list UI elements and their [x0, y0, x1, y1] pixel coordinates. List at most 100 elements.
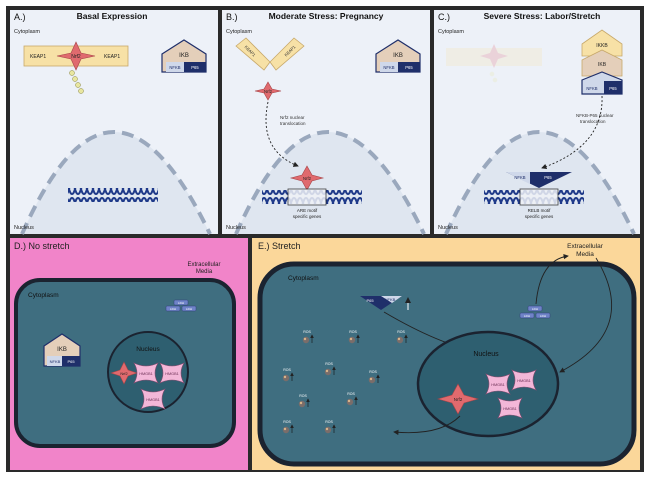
- panel-e-extracellular-line2: Media: [576, 251, 594, 258]
- panel-b-nucleus-label: Nucleus: [226, 225, 246, 231]
- panel-c-genes-line1: RELB motif: [528, 208, 552, 213]
- panel-e-ldh: [527, 305, 543, 312]
- panel-b-p65-block: [398, 62, 420, 72]
- svg-text:ROS: ROS: [299, 394, 307, 398]
- panel-a-cytoplasm-label: Cytoplasm: [14, 29, 40, 35]
- panel-a-nfkb-block: [166, 62, 184, 72]
- panel-d-extracellular-line1: Extracellular: [187, 262, 220, 268]
- panel-c-translocation-line2: translocation: [580, 119, 606, 124]
- panel-b-p65-label: P65: [405, 65, 413, 70]
- panel-a-ikb-label: IKB: [179, 53, 189, 59]
- panel-e-hmgb1: [511, 369, 537, 391]
- panel-b-translocation-arrow: [265, 101, 299, 167]
- panel-e-nucleus: [416, 330, 560, 438]
- panel-d-p65-block: [62, 356, 80, 366]
- panel-d-hmgb1: [140, 388, 166, 410]
- panel-e-hmgb1: [485, 373, 511, 395]
- panel-d-label: D.) No stretch: [14, 241, 70, 251]
- panel-d-nucleus-label: Nucleus: [136, 346, 160, 353]
- panel-d-ldh: [165, 305, 181, 312]
- panel-e-ldh: [535, 312, 551, 319]
- svg-text:ROS: ROS: [325, 362, 333, 366]
- panel-b-nrf2-label: Nrf2: [264, 89, 273, 94]
- panel-a-label: A.): [14, 12, 26, 22]
- panel-e-ros: ROS: [368, 370, 380, 384]
- panel-e-ros: ROS: [298, 394, 310, 408]
- panel-e-ldh-label: LDH: [540, 314, 546, 318]
- svg-text:ROS: ROS: [303, 330, 311, 334]
- panel-d-ldh: [173, 299, 189, 306]
- panel-a-dna: [68, 188, 158, 202]
- panel-b-genes-line1: ARE motif: [297, 208, 318, 213]
- panel-d-ldh-label: LDH: [178, 301, 184, 305]
- panel-a-keap1-right: KEAP1: [104, 54, 120, 60]
- panel-e-media-arrow: [559, 257, 612, 373]
- panel-b-nfkb-block: [380, 62, 398, 72]
- panel-d-nrf2-label: Nrf2: [120, 372, 127, 376]
- panel-e-nfkb-label: NFKB: [385, 297, 396, 302]
- svg-text:ROS: ROS: [347, 392, 355, 396]
- svg-text:ROS: ROS: [397, 330, 405, 334]
- panel-e-ros: ROS: [282, 420, 294, 434]
- panel-e-extracellular-line1: Extracellular: [567, 243, 604, 250]
- panel-e-ros: ROS: [302, 330, 314, 344]
- panel-d-hmgb1-label: HMGB1: [165, 372, 179, 376]
- panel-e-ros: ROS: [282, 368, 294, 382]
- panel-a-nfkb-label: NFKB: [169, 65, 180, 70]
- panel-d-ikb-label: IKB: [57, 347, 67, 353]
- panel-c-label: C.): [438, 12, 450, 22]
- panel-e-hmgb1: [497, 397, 523, 419]
- panel-c: C.) Severe Stress: Labor/Stretch Cytopla…: [434, 10, 640, 235]
- panel-a: A.) Basal Expression Cytoplasm Nucleus K…: [10, 10, 218, 235]
- panel-b-are-motif-box: [287, 188, 327, 206]
- panel-d: D.) No stretch Extracellular Media Cytop…: [10, 238, 248, 470]
- panel-e-ros: ROS: [346, 392, 358, 406]
- panel-d-cytoplasm-label: Cytoplasm: [28, 292, 59, 299]
- panel-d-ldh-label: LDH: [170, 307, 176, 311]
- panel-e-ros: ROS: [324, 420, 336, 434]
- panel-e-hmgb1-label: HMGB1: [517, 379, 531, 383]
- panel-a-p65-label: P65: [191, 65, 199, 70]
- svg-text:ROS: ROS: [325, 420, 333, 424]
- panel-a-nrf2-label: Nrf2: [71, 54, 81, 60]
- panel-c-ikb-label: IKB: [598, 62, 607, 68]
- panel-a-nucleus-label: Nucleus: [14, 225, 34, 231]
- panel-e-ros: ROS: [324, 362, 336, 376]
- panel-e-ldh: [519, 312, 535, 319]
- panel-b-keap1-right-arm: [269, 37, 305, 71]
- panel-c-nfkb-nuclear-light: [506, 172, 530, 184]
- panel-d-hmgb1: [133, 362, 159, 384]
- panel-a-keap1-left: KEAP1: [30, 54, 46, 60]
- panel-b-translocation-line1: Nrf2 nuclear: [280, 115, 305, 120]
- panel-d-ldh-label: LDH: [186, 307, 192, 311]
- panel-d-extracellular-line2: Media: [196, 269, 213, 275]
- panel-c-genes-line2: specific genes: [525, 214, 554, 219]
- panel-d-nfkb-block: [47, 356, 62, 366]
- panel-c-nfkb-label: NFKB: [586, 86, 597, 91]
- panel-c-nucleus-label: Nucleus: [438, 225, 458, 231]
- panel-e-hmgb1-label: HMGB1: [503, 407, 517, 411]
- panel-e-nucleus-label: Nucleus: [473, 351, 499, 358]
- panel-d-nfkb-label: NFKB: [50, 359, 61, 364]
- panel-e-ldh-label: LDH: [524, 314, 530, 318]
- panel-c-cytoplasm-label: Cytoplasm: [438, 29, 464, 35]
- panel-a-ubiquitin: [69, 70, 75, 76]
- panel-b-label: B.): [226, 12, 238, 22]
- panel-c-ikkb-label: IKKB: [596, 43, 608, 49]
- panel-b-title: Moderate Stress: Pregnancy: [269, 11, 384, 21]
- panel-a-title: Basal Expression: [77, 11, 148, 21]
- panel-a-p65-block: [184, 62, 206, 72]
- panel-c-ikb-block: [581, 49, 623, 77]
- panel-b: B.) Moderate Stress: Pregnancy Cytoplasm…: [222, 10, 430, 235]
- panel-e-nrf2-label: Nrf2: [454, 397, 463, 402]
- panel-c-translocation-line1: NFKB-P65 nuclear: [576, 113, 614, 118]
- panel-c-p65-label: P65: [609, 86, 617, 91]
- panel-e-label: E.) Stretch: [258, 241, 301, 251]
- panel-c-nfkb-nuclear-label: NFKB: [514, 175, 525, 180]
- svg-text:ROS: ROS: [283, 368, 291, 372]
- panel-b-translocation-line2: translocation: [280, 121, 306, 126]
- panel-e-ros: ROS: [348, 330, 360, 344]
- panel-c-p65-block: [604, 81, 622, 94]
- panel-e-ldh-release-arrow: [535, 253, 569, 305]
